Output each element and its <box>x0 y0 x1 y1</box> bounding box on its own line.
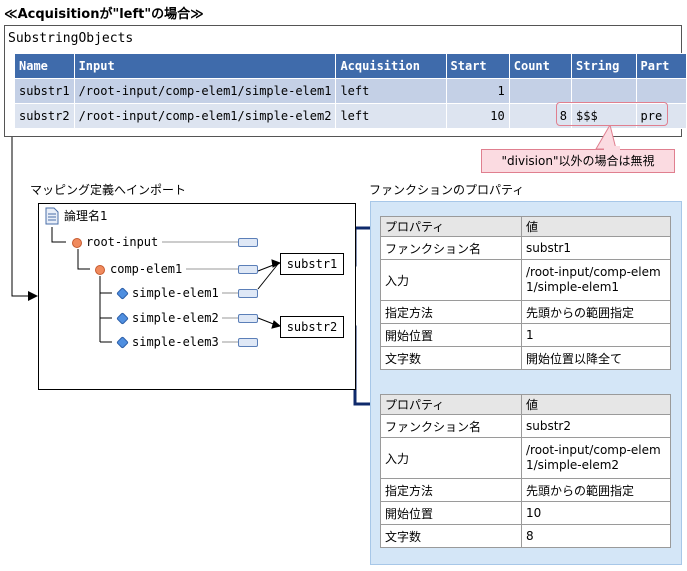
document-icon <box>45 207 59 225</box>
tree-node-comp[interactable]: comp-elem1 <box>110 262 183 276</box>
logical-name: 論理名1 <box>64 209 108 223</box>
prop-key: ファンクション名 <box>380 414 522 438</box>
element-node-icon <box>72 238 82 248</box>
prop-value: 10 <box>521 501 671 525</box>
tree-node-simple[interactable]: simple-elem1 <box>132 286 219 300</box>
port-connector-icon[interactable] <box>238 265 258 274</box>
tree-node-simple[interactable]: simple-elem2 <box>132 311 219 325</box>
cell-count: 8 <box>508 103 573 129</box>
col-header: Part <box>635 53 687 79</box>
prop-key: 指定方法 <box>380 300 522 324</box>
cell-acquisition: left <box>335 78 447 104</box>
prop-key: 文字数 <box>380 346 522 370</box>
port-connector-icon[interactable] <box>238 314 258 323</box>
cell-part <box>635 78 687 104</box>
prop-key: 入力 <box>380 259 522 301</box>
port-connector-icon[interactable] <box>238 238 258 247</box>
prop-value: 先頭からの範囲指定 <box>521 300 671 324</box>
page-heading: ≪Acquisitionが"left"の場合≫ <box>4 7 204 22</box>
prop-value: /root-input/comp-elem1/simple-elem1 <box>521 259 671 301</box>
properties-label: ファンクションのプロパティ <box>369 183 525 197</box>
prop-value: substr2 <box>521 414 671 438</box>
prop-value: 先頭からの範囲指定 <box>521 478 671 502</box>
cell-input: /root-input/comp-elem1/simple-elem2 <box>73 103 337 129</box>
tree-node-root[interactable]: root-input <box>86 235 159 249</box>
cell-start: 1 <box>445 78 510 104</box>
port-connector-icon[interactable] <box>238 289 258 298</box>
col-header: Start <box>445 53 510 79</box>
function-box-substr2[interactable]: substr2 <box>280 316 344 338</box>
prop-key: 開始位置 <box>380 501 522 525</box>
prop-key: 開始位置 <box>380 323 522 347</box>
cell-part: pre <box>635 103 687 129</box>
port-connector-icon[interactable] <box>238 338 258 347</box>
prop-value: 8 <box>521 524 671 548</box>
table-row: substr2 /root-input/comp-elem1/simple-el… <box>14 103 687 129</box>
mapping-label: マッピング定義へインポート <box>30 183 187 197</box>
callout-joint <box>604 146 620 150</box>
string-part-highlight <box>556 102 668 126</box>
col-header: Count <box>508 53 573 79</box>
prop-header: 値 <box>521 394 671 415</box>
tree-node-simple[interactable]: simple-elem3 <box>132 335 219 349</box>
col-header: Acquisition <box>335 53 447 79</box>
prop-key: ファンクション名 <box>380 236 522 260</box>
mapping-definition-panel <box>38 203 356 390</box>
callout-note: "division"以外の場合は無視 <box>481 149 675 173</box>
prop-key: 入力 <box>380 437 522 479</box>
cell-string <box>571 78 637 104</box>
prop-value: 1 <box>521 323 671 347</box>
tree-lines <box>51 227 282 343</box>
col-header: Input <box>73 53 337 79</box>
prop-value: 開始位置以降全て <box>521 346 671 370</box>
prop-header: 値 <box>521 216 671 237</box>
function-box-substr1[interactable]: substr1 <box>280 253 344 275</box>
element-node-icon <box>95 265 105 275</box>
cell-start: 10 <box>445 103 510 129</box>
col-header: String <box>571 53 637 79</box>
prop-key: 文字数 <box>380 524 522 548</box>
cell-name: substr2 <box>14 103 75 129</box>
prop-header: プロパティ <box>380 216 522 237</box>
cell-count <box>508 78 573 104</box>
substring-objects-title: SubstringObjects <box>8 31 134 46</box>
substring-objects-table: Name Input Acquisition Start Count Strin… <box>14 53 687 129</box>
prop-key: 指定方法 <box>380 478 522 502</box>
cell-string: $$$ <box>571 103 637 129</box>
prop-header: プロパティ <box>380 394 522 415</box>
prop-value: substr1 <box>521 236 671 260</box>
prop-value: /root-input/comp-elem1/simple-elem2 <box>521 437 671 479</box>
cell-acquisition: left <box>335 103 447 129</box>
